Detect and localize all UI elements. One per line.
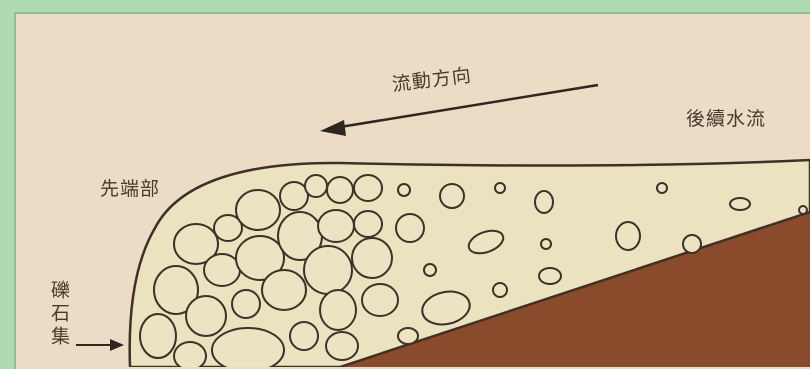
boulder-pointer-arrow [76,339,124,351]
subsequent-flow-label: 後續水流 [686,104,766,131]
boulder-accumulation-label: 礫石集 [46,280,73,349]
flow-direction-arrow [320,85,598,136]
front-part-label: 先端部 [100,174,160,201]
